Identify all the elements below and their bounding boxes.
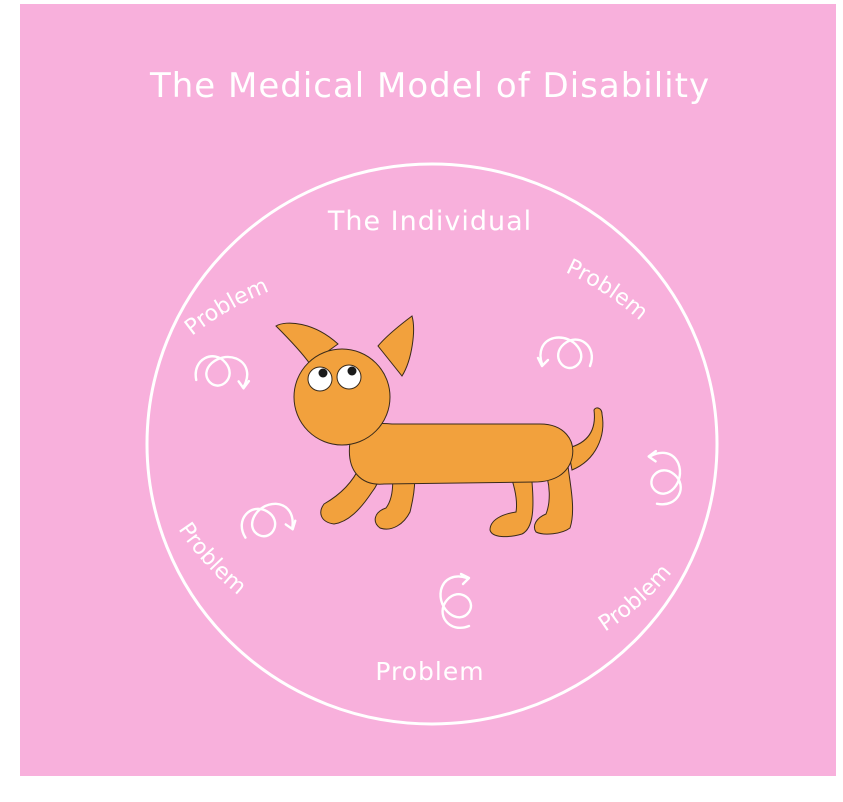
dog-back-leg-2 bbox=[533, 463, 574, 535]
dog-right-ear bbox=[377, 315, 415, 377]
diagram-canvas: The Medical Model of Disability The Indi… bbox=[20, 4, 836, 776]
center-label: The Individual bbox=[327, 206, 532, 237]
dog-front-leg-2 bbox=[374, 469, 416, 530]
dog-illustration bbox=[275, 315, 604, 538]
dog-body bbox=[348, 423, 574, 485]
problem-label-5: Problem bbox=[375, 657, 484, 686]
dog-left-pupil bbox=[318, 368, 328, 378]
diagram-svg: The Medical Model of Disability The Indi… bbox=[20, 4, 836, 776]
page-title: The Medical Model of Disability bbox=[149, 66, 710, 106]
dog-right-pupil bbox=[347, 366, 357, 376]
background bbox=[20, 4, 836, 776]
individual-circle bbox=[145, 162, 719, 726]
dog-tail bbox=[567, 407, 604, 471]
dog-head bbox=[293, 348, 391, 446]
